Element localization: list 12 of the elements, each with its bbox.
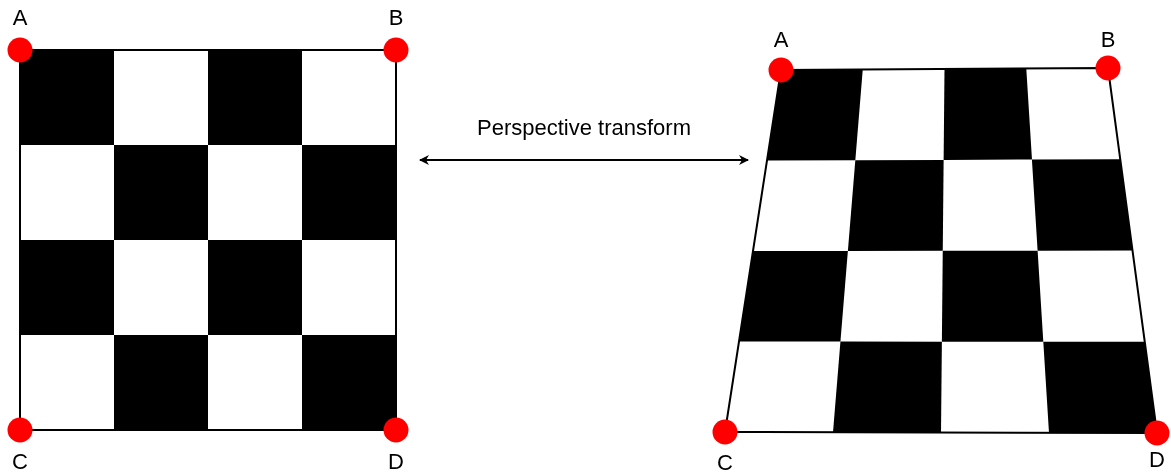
corner-letter: B [1100,29,1116,51]
checkerboard-drawing [7,37,410,444]
edge-label: Perspective transform [477,117,691,139]
corner-letter: C [12,451,28,473]
corner-letter: D [388,451,404,473]
corner-letter: B [388,7,404,29]
corner-letter: D [1149,449,1165,471]
double-arrow [419,155,749,165]
corner-letter: A [773,29,789,51]
checkerboard-drawing [711,54,1171,447]
corner-letter: C [717,452,733,474]
corner-letter: A [12,7,28,29]
